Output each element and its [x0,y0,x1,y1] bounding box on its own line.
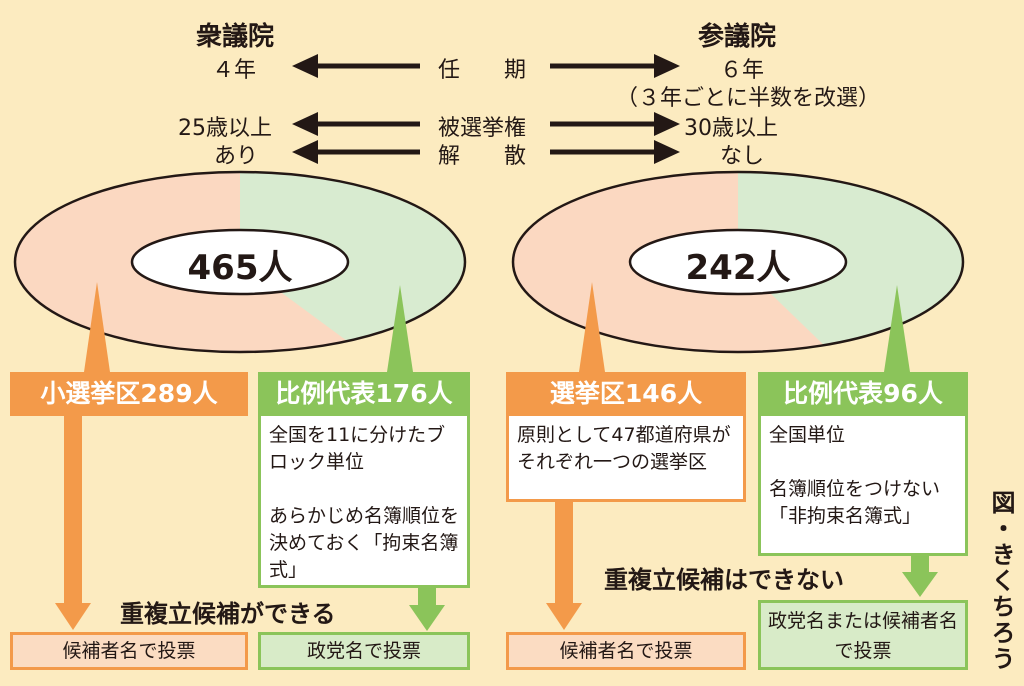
upper-term-note: （３年ごとに半数を改選） [616,86,881,111]
lower-district-down-arrow [55,415,91,630]
term-label: 任 期 [438,58,527,83]
upper-pr-down-arrow [902,556,938,597]
upper-pr-vote-box: 政党名または候補者名で投票 [758,600,968,670]
upper-pr-desc-national: 全国単位 [769,424,846,446]
upper-pr-description: 全国単位 名簿順位をつけない「非拘束名簿式」 [758,416,968,556]
upper-house-seat-total: 242人 [685,248,791,288]
upper-pr-desc-open-list: 名簿順位をつけない「非拘束名簿式」 [769,478,941,527]
upper-pr-connector [884,285,910,372]
upper-eligibility-value: 30歳以上 [684,116,778,141]
eligibility-arrows [292,112,680,136]
lower-pr-desc-closed-list: あらかじめ名簿順位を決めておく「拘束名簿式」 [269,505,460,581]
lower-pr-vote-box: 政党名で投票 [258,632,470,670]
eligibility-label: 被選挙権 [438,116,527,141]
lower-district-bar: 小選挙区289人 [10,372,248,416]
upper-dissolution-value: なし [720,144,765,169]
lower-eligibility-value: 25歳以上 [178,116,272,141]
lower-term-value: ４年 [212,58,257,83]
upper-district-description: 原則として47都道府県がそれぞれ一つの選挙区 [506,416,746,502]
upper-pr-bar: 比例代表96人 [758,372,968,416]
lower-dissolution-value: あり [214,144,259,169]
illustration-credit: 図・きくちろう [987,490,1015,672]
upper-district-connector [579,282,605,372]
upper-district-bar: 選挙区146人 [506,372,746,416]
lower-pr-description: 全国を11に分けたブロック単位 あらかじめ名簿順位を決めておく「拘束名簿式」 [258,416,470,588]
upper-term-value: ６年 [720,58,765,83]
term-arrows [292,54,680,78]
lower-pr-desc-block-unit: 全国を11に分けたブロック単位 [269,424,446,473]
lower-district-connector [84,282,110,372]
lower-dual-candidacy: 重複立候補ができる [120,600,336,628]
lower-pr-connector [387,285,413,372]
upper-house-title: 参議院 [698,22,777,52]
lower-district-vote-box: 候補者名で投票 [10,632,248,670]
upper-dual-candidacy: 重複立候補はできない [604,566,844,594]
lower-house-seat-total: 465人 [187,248,293,288]
upper-district-down-arrow [546,500,582,630]
lower-pr-bar: 比例代表176人 [258,372,470,416]
upper-district-vote-box: 候補者名で投票 [506,632,746,670]
lower-house-title: 衆議院 [196,22,275,52]
dissolution-arrows [292,140,680,164]
dissolution-label: 解 散 [438,144,527,169]
lower-pr-down-arrow [409,585,445,631]
